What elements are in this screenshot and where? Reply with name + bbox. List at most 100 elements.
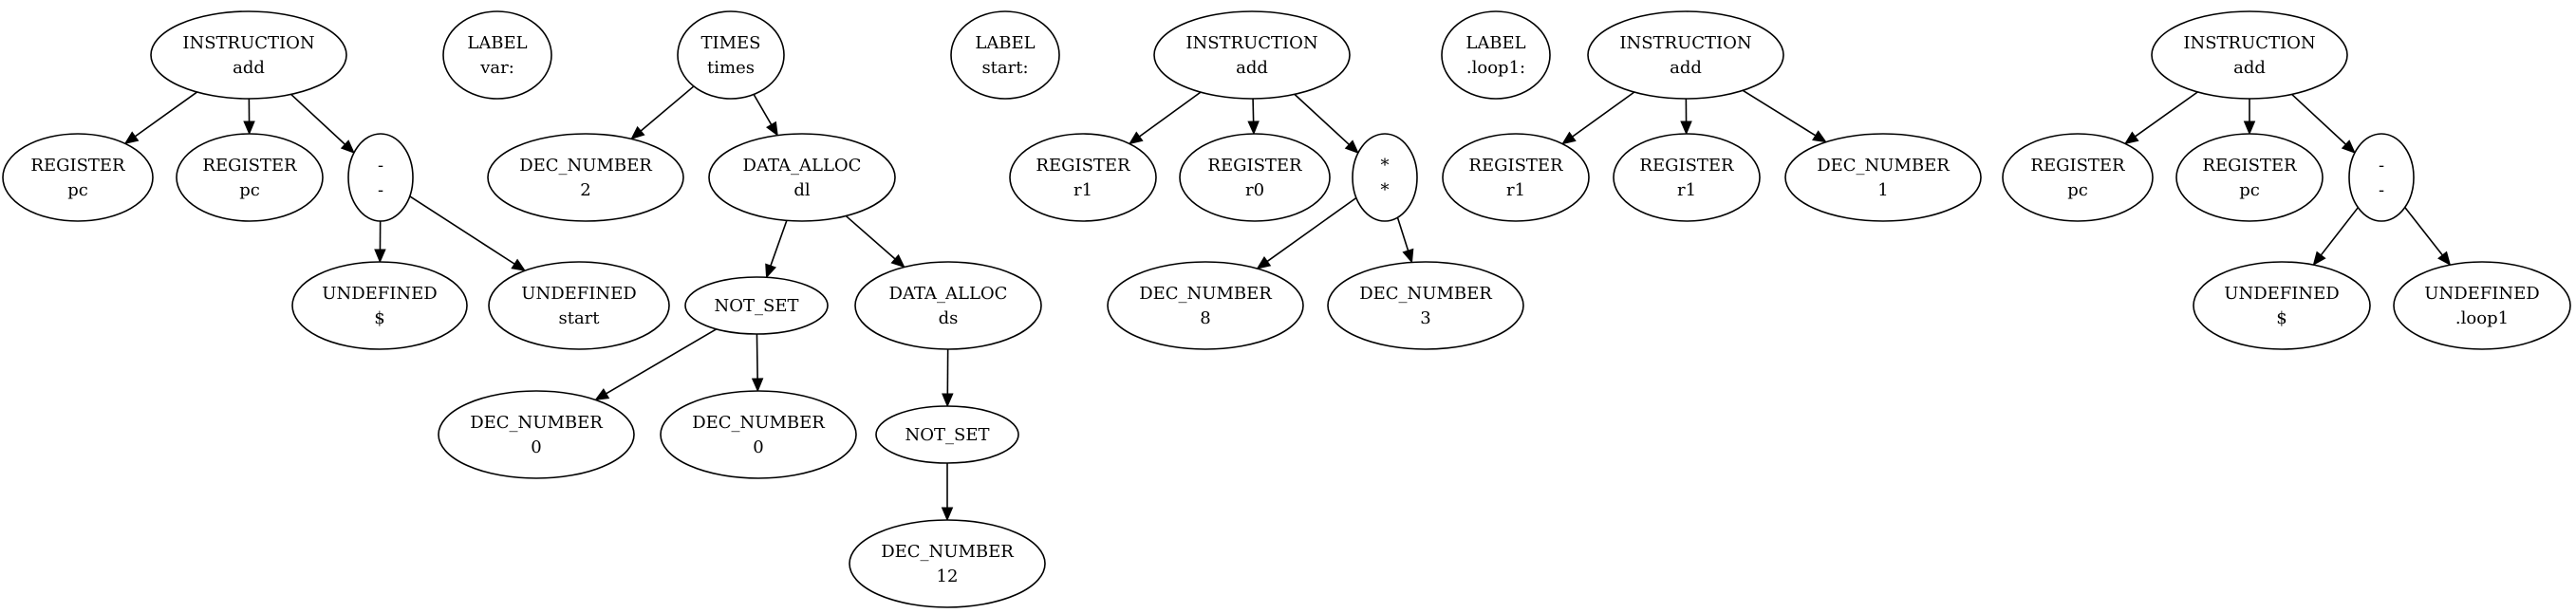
arrowhead-t1_op-to-t1_u1	[374, 249, 386, 264]
node-value-label: start	[558, 308, 600, 328]
arrowhead-t2_ns1-to-t2_n0b	[751, 378, 764, 393]
node-type-label: UNDEFINED	[322, 284, 437, 304]
node-value-label: ds	[939, 308, 959, 328]
node-value-label: 1	[1877, 180, 1888, 200]
node-layer: INSTRUCTIONaddREGISTERpcREGISTERpc--UNDE…	[2, 10, 2571, 608]
node-type-label: UNDEFINED	[2424, 284, 2539, 304]
edge-t2-to-t2_dl	[753, 94, 773, 125]
node-type-label: DEC_NUMBER	[881, 542, 1014, 562]
node-ellipse	[875, 405, 1019, 464]
arrowhead-t3-to-t3_r1	[1128, 131, 1144, 145]
edge-t5_op-to-t5_u2	[2404, 207, 2443, 256]
node-symbol: --	[2348, 133, 2415, 222]
node-value-label: 0	[753, 437, 763, 457]
node-value-label: var:	[479, 58, 514, 78]
node-symbol: **	[1352, 133, 1418, 222]
arrowhead-t5-to-t5_r1	[2123, 131, 2139, 145]
arrowhead-t2-to-t2_dl	[766, 121, 778, 137]
node-type-label: DEC_NUMBER	[1817, 156, 1950, 176]
node-value-label: add	[1236, 58, 1268, 78]
node-undefined: UNDEFINED$	[2193, 261, 2371, 350]
node-value-label: r1	[1506, 180, 1525, 200]
node-type-label: NOT_SET	[905, 425, 990, 445]
arrowhead-t4-to-t4_r1b	[1680, 121, 1692, 136]
node-label: LABEL.loop1:	[1441, 10, 1551, 100]
arrowhead-t4-to-t4_r1a	[1561, 131, 1577, 145]
edge-t3_op-to-t3_n8	[1266, 196, 1357, 263]
node-type-label: -	[378, 156, 383, 176]
node-ellipse	[1179, 133, 1331, 222]
node-ellipse	[291, 261, 468, 350]
node-ellipse	[488, 261, 670, 350]
node-type-label: INSTRUCTION	[1619, 33, 1751, 53]
arrowhead-t1-to-t1_op	[340, 139, 355, 154]
node-value-label: add	[233, 58, 265, 78]
node-register: REGISTER pc	[2002, 133, 2154, 222]
arrowhead-t5_op-to-t5_u2	[2437, 251, 2452, 267]
arrowhead-t5-to-t5_r2	[2243, 121, 2256, 136]
node-type-label: *	[1381, 156, 1390, 176]
node-value-label: r1	[1073, 180, 1092, 200]
arrowhead-t3_op-to-t3_n3	[1402, 248, 1414, 264]
node-type-label: REGISTER	[1639, 156, 1734, 176]
node-ellipse	[677, 10, 785, 100]
edge-t3-to-t3_r0	[1252, 98, 1255, 122]
node-ellipse	[2175, 133, 2324, 222]
node-register: REGISTER r1	[1009, 133, 1157, 222]
node-ellipse	[438, 390, 635, 479]
node-type-label: REGISTER	[1036, 156, 1130, 176]
node-type-label: INSTRUCTION	[1185, 33, 1317, 53]
node-type-label: REGISTER	[2202, 156, 2297, 176]
edge-t2-to-t2_n	[640, 85, 695, 132]
node-value-label: pc	[2239, 180, 2260, 200]
node-type-label: UNDEFINED	[2224, 284, 2339, 304]
edge-t4-to-t4_n1	[1742, 89, 1817, 137]
node-value-label: add	[1670, 58, 1702, 78]
node-register: REGISTER pc	[2175, 133, 2324, 222]
node-ellipse	[442, 10, 552, 100]
node-type-label: LABEL	[467, 33, 527, 53]
node-type-label: DATA_ALLOC	[743, 156, 862, 176]
edge-t5-to-t5_r1	[2135, 91, 2198, 138]
node-ellipse	[1107, 261, 1304, 350]
node-ellipse	[708, 133, 896, 222]
node-ellipse	[150, 10, 347, 100]
node-value-label: 0	[531, 437, 541, 457]
node-type-label: DEC_NUMBER	[1359, 284, 1492, 304]
node-type-label: REGISTER	[1207, 156, 1302, 176]
edge-t1-to-t1_op	[290, 93, 345, 145]
node-ellipse	[1784, 133, 1982, 222]
node-ellipse	[1613, 133, 1761, 222]
node-value-label: add	[2233, 58, 2266, 78]
arrowhead-t3-to-t3_r0	[1247, 121, 1260, 136]
edge-t5-to-t5_op	[2291, 93, 2346, 145]
arrowhead-t2-to-t2_n	[630, 125, 645, 140]
node-value-label: r1	[1677, 180, 1696, 200]
node-ellipse	[1442, 133, 1590, 222]
node-ellipse	[2193, 261, 2371, 350]
node-type-label: UNDEFINED	[521, 284, 636, 304]
node-type-label: DEC_NUMBER	[519, 156, 652, 176]
node-ellipse	[684, 276, 829, 335]
node-ellipse	[347, 133, 414, 222]
node-type-label: REGISTER	[2030, 156, 2125, 176]
arrowhead-t2_ns1-to-t2_n0a	[594, 388, 610, 401]
node-type-label: REGISTER	[202, 156, 297, 176]
node-value-label: pc	[2067, 180, 2088, 200]
node-ellipse	[2151, 10, 2348, 100]
node-symbol: --	[347, 133, 414, 222]
node-ellipse	[1441, 10, 1551, 100]
node-ellipse	[2, 133, 154, 222]
edge-layer	[123, 85, 2452, 522]
edge-t2_dl-to-t2_ds	[845, 214, 896, 260]
node-not-set: NOT_SET	[684, 276, 829, 335]
node-type-label: REGISTER	[1468, 156, 1563, 176]
node-register: REGISTER r1	[1613, 133, 1761, 222]
